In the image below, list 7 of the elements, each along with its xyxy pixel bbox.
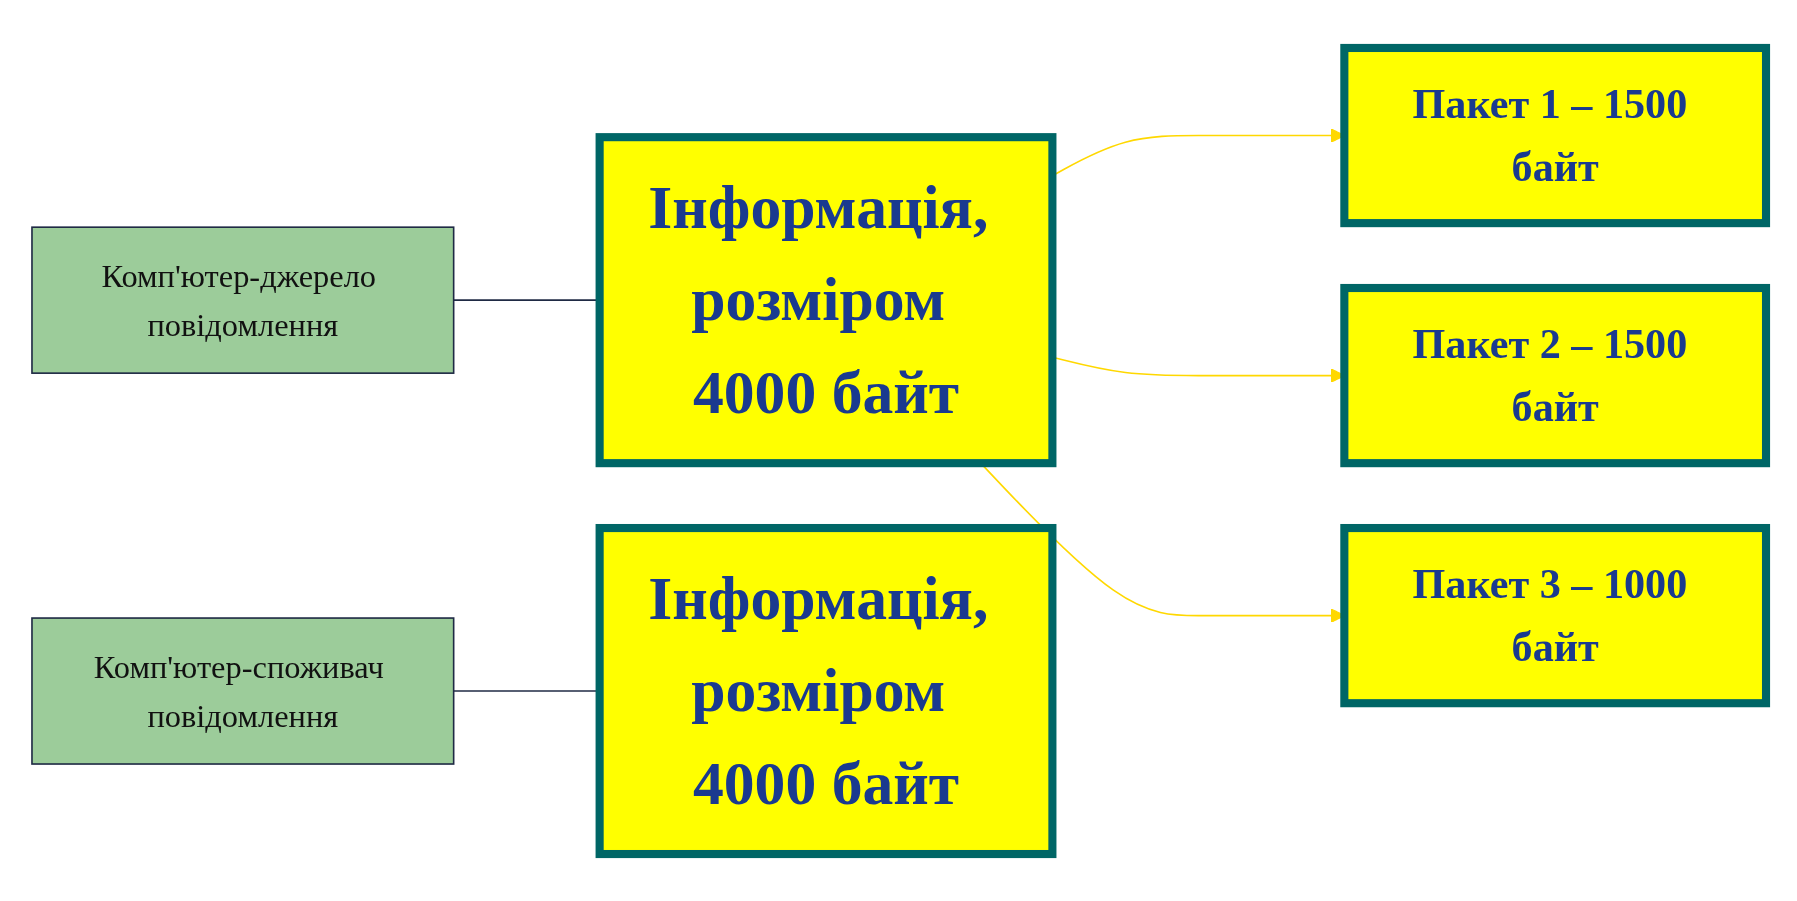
node-box: Комп'ютер-джерело повідомлення xyxy=(30,225,454,374)
node-box: Пакет 2 – 1500 байт xyxy=(1339,283,1770,467)
node-box: Пакет 1 – 1500 байт xyxy=(1339,43,1770,227)
node-box: Комп'ютер-споживач повідомлення xyxy=(30,616,454,765)
node-box: Пакет 3 – 1000 байт xyxy=(1339,523,1770,707)
node-box: Інформація, розміром 4000 байт xyxy=(595,523,1056,858)
node-box: Інформація, розміром 4000 байт xyxy=(595,132,1056,467)
